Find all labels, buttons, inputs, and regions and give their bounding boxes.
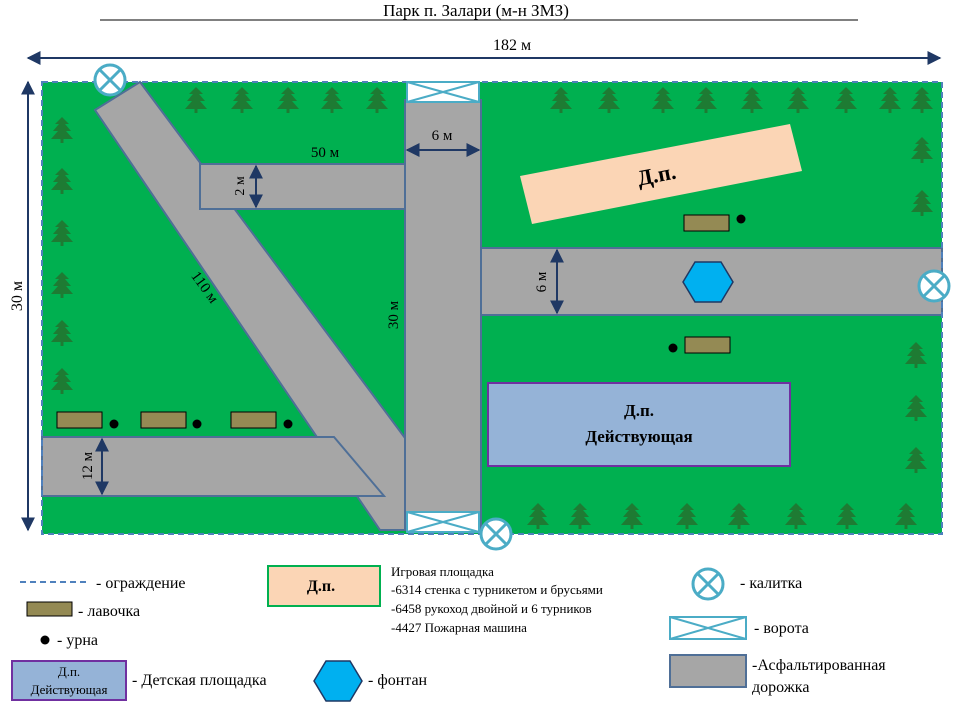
playground-area: [520, 124, 802, 224]
fountain: [682, 261, 734, 303]
page-title: Парк п. Залари (м-н ЗМЗ): [383, 1, 569, 20]
legend-bench-swatch: [26, 601, 73, 617]
branch-path: [199, 163, 406, 210]
active-playground-area: [487, 382, 791, 467]
legend-playground-item-2: -6458 рукоход двойной и 6 турников: [391, 601, 592, 616]
urns: [109, 214, 746, 429]
right-path-width-label: 6 м: [534, 271, 550, 292]
legend-gate-swatch: [669, 616, 747, 640]
wicket-bottom: [479, 517, 513, 551]
branch-width-label: 2 м: [233, 176, 248, 196]
urn: [736, 214, 746, 224]
legend-playground-swatch: [267, 565, 381, 607]
urn: [668, 343, 678, 353]
legend-fence-label: - ограждение: [96, 575, 186, 592]
legend-active-swatch: [11, 660, 127, 701]
legend-playground-item-3: -4427 Пожарная машина: [391, 620, 527, 635]
legend-wicket-swatch: [691, 567, 725, 601]
benches: [56, 214, 731, 429]
legend-asphalt-label-1: -Асфальтированная: [752, 657, 886, 674]
branch-length-label: 50 м: [311, 145, 340, 161]
bench: [56, 411, 103, 429]
bench: [230, 411, 277, 429]
bottom-left-path: [41, 436, 387, 497]
legend-active-swatch-line2: Действующая: [31, 682, 108, 697]
gate-top: [406, 81, 480, 103]
legend-playground-swatch-label: Д.п.: [307, 578, 335, 595]
legend-gate-label: - ворота: [754, 620, 809, 637]
legend-wicket-label: - калитка: [740, 575, 802, 592]
legend-active-swatch-line1: Д.п.: [58, 664, 80, 679]
legend: - ограждение - лавочка - урна Д.п. Дейст…: [11, 564, 886, 702]
active-playground-label-2: Действующая: [585, 427, 692, 446]
gate-bottom: [406, 511, 480, 533]
legend-urn-swatch: [40, 635, 50, 645]
legend-urn-label: - урна: [57, 632, 98, 649]
legend-playground-item-1: -6314 стенка с турникетом и брусьями: [391, 582, 603, 597]
wicket-right: [917, 269, 951, 303]
width-dimension-label: 182 м: [493, 37, 531, 54]
center-vertical-path: [404, 99, 482, 531]
height-dimension-label: 30 м: [9, 281, 26, 311]
bench: [140, 411, 187, 429]
top-path-width-label: 6 м: [432, 128, 453, 144]
legend-active-label: - Детская площадка: [132, 672, 267, 689]
center-path-length-label: 30 м: [386, 300, 402, 329]
bottom-path-width-label: 12 м: [80, 451, 96, 480]
urn: [283, 419, 293, 429]
bench: [683, 214, 730, 232]
legend-fountain-label: - фонтан: [368, 672, 428, 689]
legend-asphalt-label-2: дорожка: [752, 679, 809, 696]
active-playground-label-1: Д.п.: [624, 401, 654, 420]
legend-playground-title: Игровая площадка: [391, 564, 494, 579]
legend-asphalt-swatch: [669, 654, 747, 688]
legend-fountain-swatch: [313, 660, 363, 702]
urn: [109, 419, 119, 429]
urn: [192, 419, 202, 429]
bench: [684, 336, 731, 354]
legend-bench-label: - лавочка: [78, 603, 140, 620]
wicket-top-left: [93, 63, 127, 97]
